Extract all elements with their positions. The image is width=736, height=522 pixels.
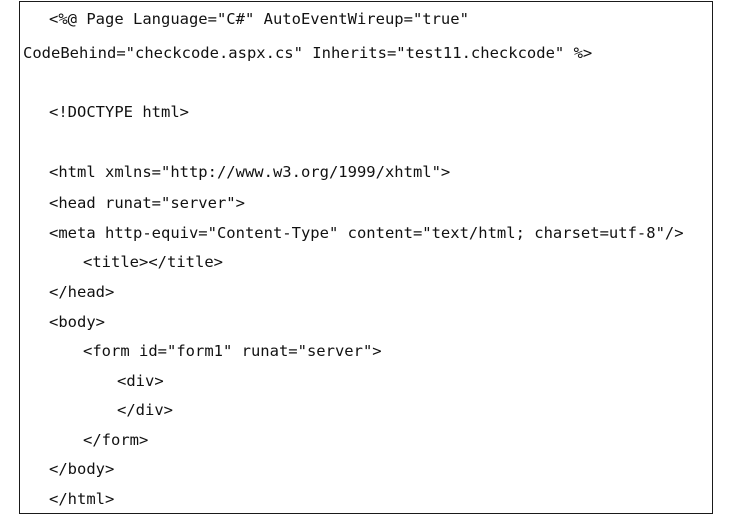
code-line-page-directive: <%@ Page Language="C#" AutoEventWireup="… — [49, 10, 469, 28]
code-line-html-open: <html xmlns="http://www.w3.org/1999/xhtm… — [49, 163, 451, 181]
code-line-head-close: </head> — [49, 283, 115, 301]
code-line-html-close: </html> — [49, 490, 115, 508]
code-line-doctype: <!DOCTYPE html> — [49, 103, 189, 121]
code-line-head-open: <head runat="server"> — [49, 194, 245, 212]
code-listing-box: <%@ Page Language="C#" AutoEventWireup="… — [19, 1, 713, 514]
code-line-title: <title></title> — [83, 253, 223, 271]
code-line-meta: <meta http-equiv="Content-Type" content=… — [49, 224, 684, 242]
code-line-form-close: </form> — [83, 431, 149, 449]
code-line-div-open: <div> — [117, 372, 164, 390]
code-line-form-open: <form id="form1" runat="server"> — [83, 342, 382, 360]
code-line-body-open: <body> — [49, 313, 105, 331]
code-line-div-close: </div> — [117, 401, 173, 419]
code-line-body-close: </body> — [49, 460, 115, 478]
code-line-codebehind: CodeBehind="checkcode.aspx.cs" Inherits=… — [23, 44, 593, 62]
